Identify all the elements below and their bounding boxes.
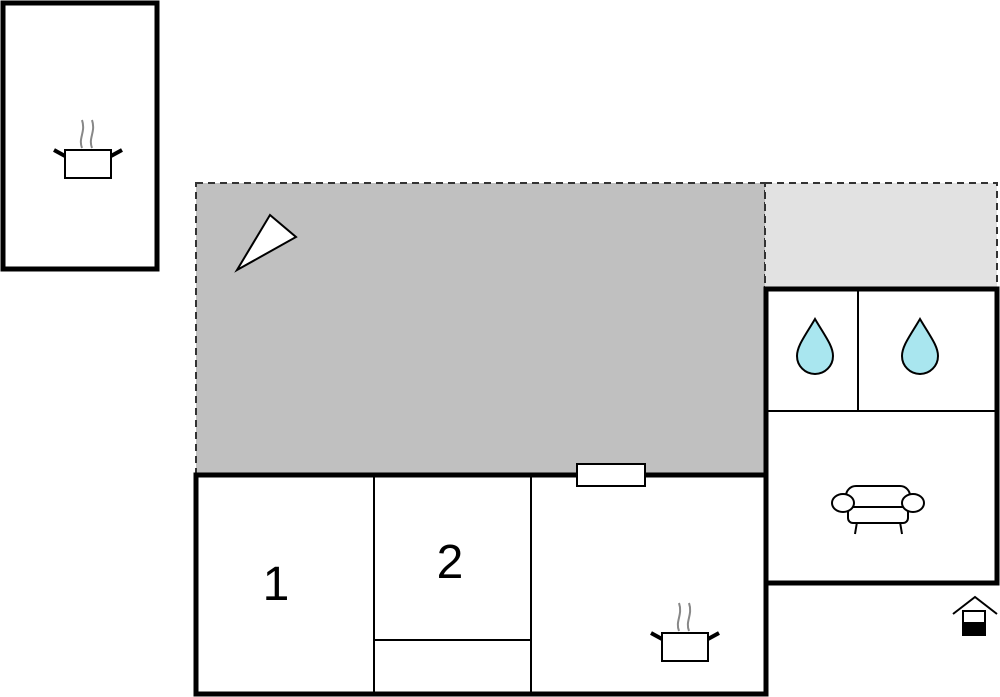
outdoor-kitchen	[0, 0, 160, 272]
compass-direction-icon	[234, 213, 298, 273]
main-building	[193, 472, 769, 697]
room-label-1: 1	[263, 558, 290, 611]
right-wing	[763, 286, 1000, 586]
water-drop-icon	[795, 317, 835, 375]
water-drop-icon	[900, 317, 940, 375]
covered-area	[764, 182, 998, 290]
entrance-house-icon	[952, 595, 998, 636]
window-marker	[576, 463, 646, 487]
room-label-2: 2	[437, 536, 464, 589]
cooking-pot-icon	[53, 119, 123, 179]
cooking-pot-icon	[650, 602, 720, 662]
sofa-icon	[831, 485, 925, 535]
